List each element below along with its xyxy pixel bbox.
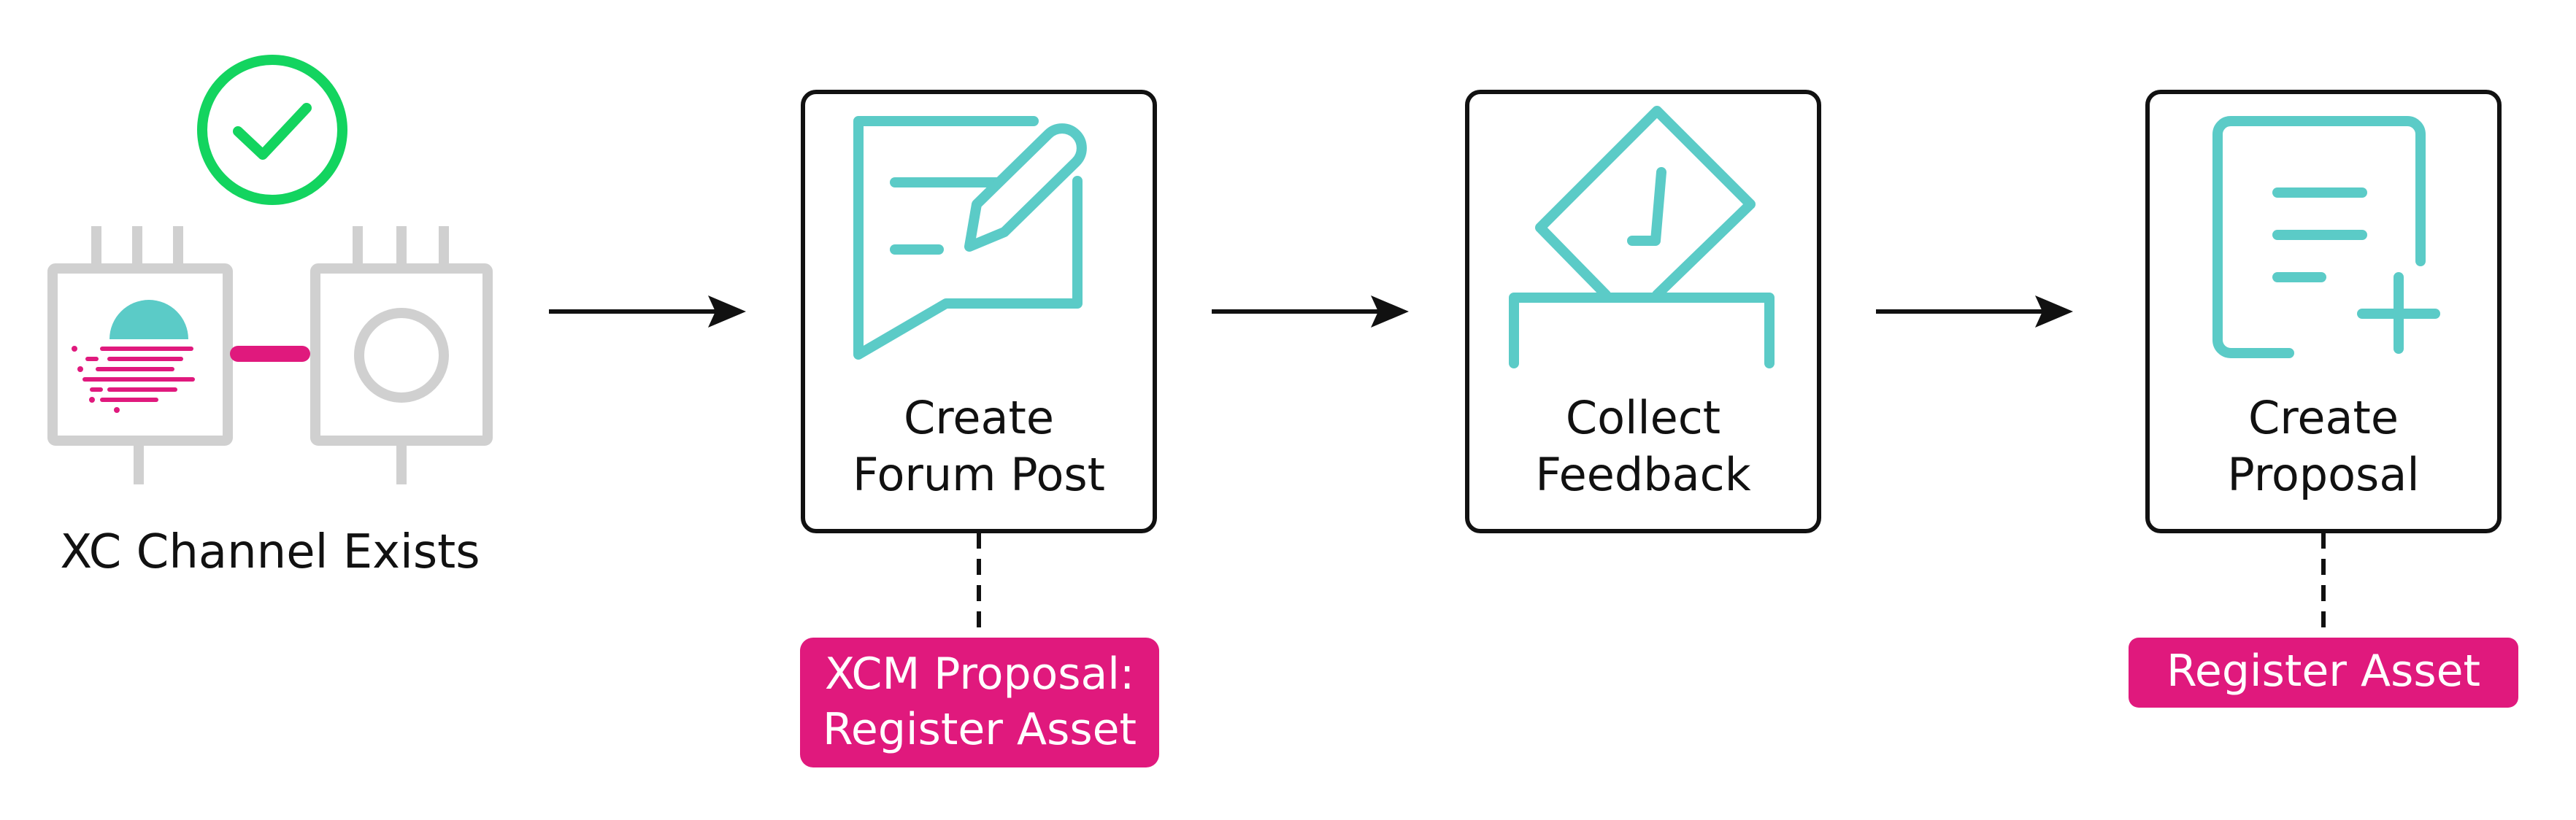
tag-register-asset: Register Asset	[2129, 638, 2518, 708]
tag-line2: Register Asset	[823, 704, 1137, 755]
start-node: XC Channel Exists	[47, 55, 493, 579]
step-label-line2: Proposal	[2227, 448, 2419, 501]
arrow-3-head	[2035, 295, 2073, 328]
arrow-2-head	[1371, 295, 1409, 328]
arrow-1-head	[708, 295, 746, 328]
step-label-line1: Create	[904, 391, 1054, 444]
start-label: XC Channel Exists	[60, 525, 480, 579]
step-create-forum-post: Create Forum Post	[801, 90, 1157, 533]
step-box	[1465, 90, 1821, 533]
chip-moonbeam-icon	[47, 226, 233, 484]
step-box	[2145, 90, 2502, 533]
check-circle-icon	[197, 55, 347, 205]
chip-ring-icon	[310, 226, 493, 484]
step-collect-feedback: Collect Feedback	[1465, 90, 1821, 533]
step-label-line1: Create	[2248, 391, 2399, 444]
new-document-icon	[2212, 116, 2440, 358]
step-label-line2: Forum Post	[853, 448, 1105, 501]
step-label-line1: Collect	[1566, 391, 1720, 444]
tag-xcm-proposal: XCM Proposal: Register Asset	[800, 638, 1159, 767]
tag-line1: XCM Proposal:	[825, 649, 1134, 700]
step-create-proposal: Create Proposal	[2145, 90, 2502, 533]
step-box	[801, 90, 1157, 533]
ballot-box-icon	[1509, 106, 1775, 368]
step-label-line2: Feedback	[1535, 448, 1750, 501]
tag-line1: Register Asset	[2166, 646, 2480, 697]
forum-post-icon	[853, 116, 1087, 360]
